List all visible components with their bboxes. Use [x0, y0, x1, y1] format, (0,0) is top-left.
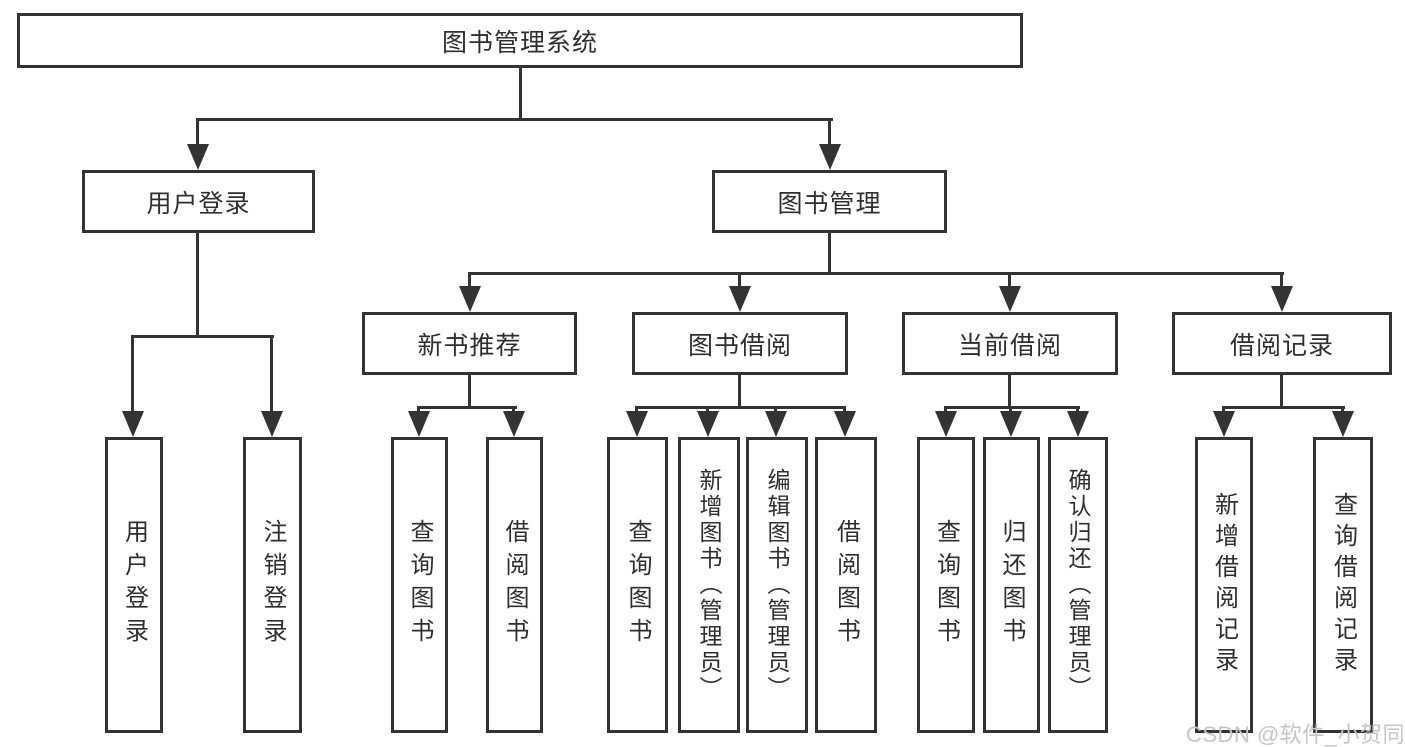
connector-line — [417, 406, 517, 409]
node-borrow-records-label: 借阅记录 — [1229, 331, 1334, 360]
leaf-edit-books-admin: 编辑图书（管理员） — [746, 437, 808, 733]
node-current-borrow-label: 当前借阅 — [957, 331, 1062, 360]
arrow-down-icon — [765, 411, 787, 437]
arrow-down-icon — [187, 144, 209, 170]
connector-line — [519, 68, 522, 121]
leaf-query-books-borrow-label: 查询图书 — [624, 519, 651, 651]
arrow-down-icon — [935, 411, 957, 437]
node-book-management: 图书管理 — [712, 170, 947, 233]
connector-line — [1008, 375, 1011, 409]
leaf-borrow-books-recommend: 借阅图书 — [486, 437, 543, 733]
node-user-login-label: 用户登录 — [146, 189, 251, 218]
arrow-down-icon — [834, 411, 856, 437]
leaf-borrow-books: 借阅图书 — [815, 437, 877, 733]
arrow-down-icon — [459, 286, 481, 312]
node-root-label: 图书管理系统 — [441, 28, 598, 57]
connector-line — [828, 118, 831, 152]
connector-line — [468, 272, 1284, 275]
leaf-borrow-books-recommend-label: 借阅图书 — [501, 519, 528, 651]
leaf-query-borrow-record: 查询借阅记录 — [1313, 437, 1373, 733]
leaf-add-borrow-record-label: 新增借阅记录 — [1210, 492, 1238, 678]
connector-line — [468, 272, 471, 294]
arrow-down-icon — [1000, 411, 1022, 437]
leaf-add-borrow-record: 新增借阅记录 — [1195, 437, 1253, 733]
leaf-query-borrow-record-label: 查询借阅记录 — [1329, 492, 1357, 678]
connector-line — [635, 406, 846, 409]
leaf-add-books-admin-label: 新增图书（管理员） — [696, 468, 722, 702]
arrow-down-icon — [503, 411, 525, 437]
leaf-confirm-return-admin: 确认归还（管理员） — [1048, 437, 1108, 733]
arrow-down-icon — [1271, 286, 1293, 312]
csdn-watermark: CSDN @软件_小贺同学 — [1186, 722, 1405, 747]
leaf-user-login: 用户登录 — [105, 437, 163, 733]
leaf-user-login-label: 用户登录 — [120, 519, 148, 651]
leaf-return-books: 归还图书 — [983, 437, 1040, 733]
connector-line — [270, 335, 273, 417]
leaf-logout: 注销登录 — [243, 437, 302, 733]
leaf-logout-label: 注销登录 — [259, 519, 286, 651]
node-borrow-records: 借阅记录 — [1172, 312, 1392, 375]
node-book-borrow-label: 图书借阅 — [687, 331, 792, 360]
arrow-down-icon — [122, 411, 144, 437]
node-new-book-recommend: 新书推荐 — [362, 312, 577, 375]
arrow-down-icon — [408, 411, 430, 437]
leaf-return-books-label: 归还图书 — [998, 519, 1025, 651]
connector-line — [944, 406, 1080, 409]
arrow-down-icon — [697, 411, 719, 437]
leaf-borrow-books-label: 借阅图书 — [832, 519, 860, 651]
connector-line — [1008, 272, 1011, 294]
arrow-down-icon — [1213, 411, 1235, 437]
node-book-borrow: 图书借阅 — [632, 312, 848, 375]
connector-line — [1222, 406, 1345, 409]
node-root: 图书管理系统 — [17, 13, 1023, 68]
arrow-down-icon — [999, 286, 1021, 312]
connector-line — [197, 118, 833, 121]
arrow-down-icon — [626, 411, 648, 437]
node-user-login: 用户登录 — [82, 170, 315, 233]
connector-line — [196, 118, 199, 152]
leaf-edit-books-admin-label: 编辑图书（管理员） — [764, 468, 790, 702]
connector-line — [1280, 272, 1283, 294]
node-current-borrow: 当前借阅 — [902, 312, 1118, 375]
arrow-down-icon — [819, 144, 841, 170]
connector-line — [1280, 375, 1283, 409]
leaf-query-books-current: 查询图书 — [917, 437, 975, 733]
arrow-down-icon — [1332, 411, 1354, 437]
leaf-query-books-borrow: 查询图书 — [607, 437, 668, 733]
connector-line — [196, 233, 199, 338]
connector-line — [738, 272, 741, 294]
leaf-query-books-recommend-label: 查询图书 — [406, 519, 433, 651]
leaf-confirm-return-admin-label: 确认归还（管理员） — [1065, 468, 1091, 702]
node-new-book-recommend-label: 新书推荐 — [417, 331, 522, 360]
arrow-down-icon — [1067, 411, 1089, 437]
arrow-down-icon — [729, 286, 751, 312]
connector-line — [468, 375, 471, 409]
arrow-down-icon — [261, 411, 283, 437]
leaf-add-books-admin: 新增图书（管理员） — [678, 437, 740, 733]
leaf-query-books-recommend: 查询图书 — [391, 437, 448, 733]
connector-line — [131, 335, 274, 338]
node-book-management-label: 图书管理 — [777, 189, 882, 218]
leaf-query-books-current-label: 查询图书 — [932, 519, 960, 651]
connector-line — [828, 233, 831, 275]
connector-line — [131, 335, 134, 417]
connector-line — [738, 375, 741, 409]
